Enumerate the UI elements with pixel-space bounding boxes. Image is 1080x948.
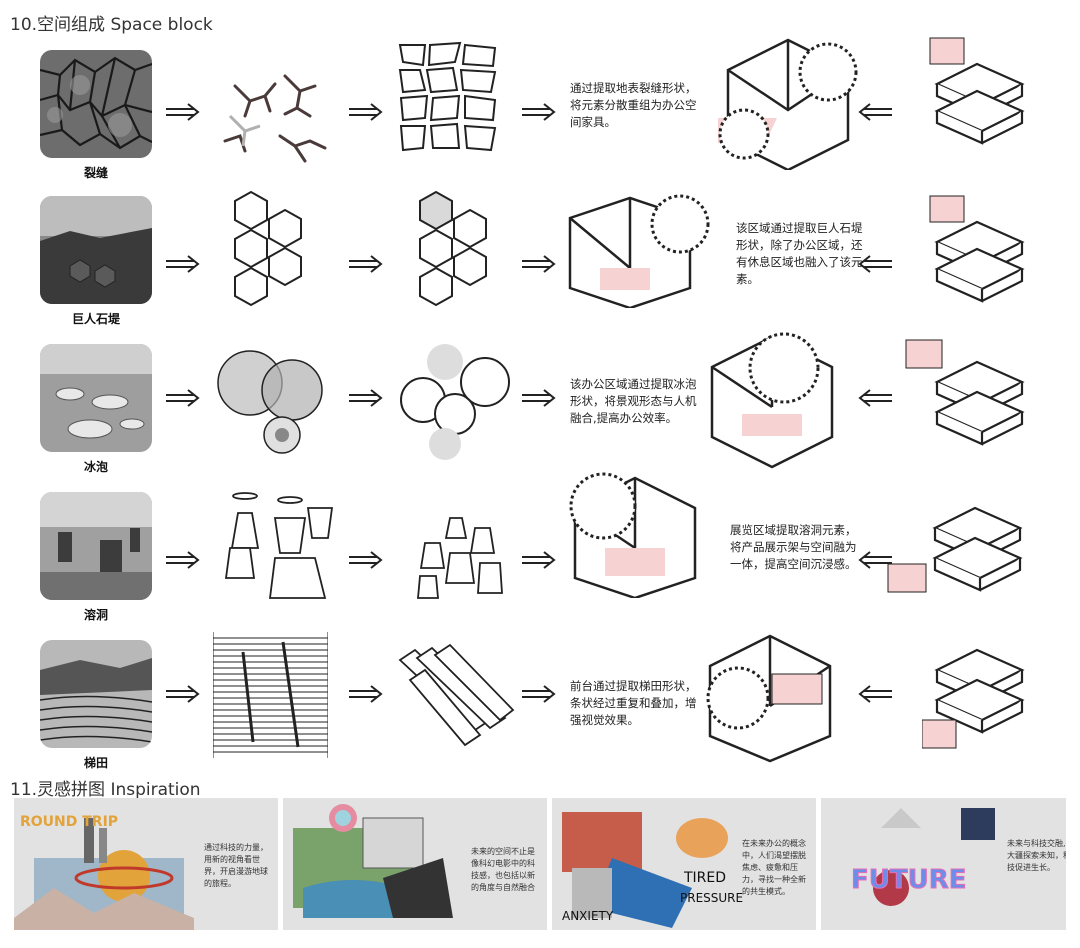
panel-text: 在未来办公的概念中，人们渴望摆脱焦虑、疲惫和压力，寻找一种全新的共生模式。 bbox=[742, 838, 812, 898]
row-caption: 冰泡 bbox=[40, 458, 152, 475]
double-arrow-left-icon bbox=[858, 388, 894, 408]
crack-cell-pattern bbox=[395, 40, 505, 170]
collage-word: PRESSURE bbox=[680, 891, 743, 905]
row-description: 展览区域提取溶洞元素，将产品展示架与空间融为一体，提高空间沉浸感。 bbox=[730, 522, 858, 573]
row-caption: 梯田 bbox=[40, 754, 152, 771]
double-arrow-right-icon bbox=[164, 102, 200, 122]
terrace-bar-stack bbox=[395, 640, 515, 750]
double-arrow-right-icon bbox=[520, 254, 556, 274]
terrace-stripe-pattern bbox=[213, 632, 328, 758]
double-arrow-left-icon bbox=[858, 550, 894, 570]
double-arrow-right-icon bbox=[164, 684, 200, 704]
row-description: 该办公区域通过提取冰泡形状，将景观形态与人机融合,提高办公效率。 bbox=[570, 376, 698, 427]
double-arrow-right-icon bbox=[520, 684, 556, 704]
row-caption: 巨人石堤 bbox=[40, 310, 152, 327]
panel-text: 未来与科技交融,在大疆探索未知，科技促进生长。 bbox=[1007, 838, 1066, 874]
double-arrow-left-icon bbox=[858, 102, 894, 122]
pillar-cluster bbox=[410, 498, 510, 608]
causeway-interior-isometric bbox=[560, 188, 710, 308]
collage-nature-tech bbox=[283, 798, 463, 930]
row-terraces: 梯田 前台通过提取梯田形状，条状经过重复和叠加，增强视觉效果。 bbox=[0, 636, 1080, 784]
cave-image bbox=[40, 492, 152, 600]
collage-round-trip: ROUND TRIP bbox=[14, 798, 194, 930]
row-description: 该区域通过提取巨人石堤形状，除了办公区域，还有休息区域也融入了该元素。 bbox=[736, 220, 864, 288]
double-arrow-right-icon bbox=[520, 388, 556, 408]
panel-text: 通过科技的力量，用新的视角看世界，开启漫游地球的旅程。 bbox=[204, 842, 274, 890]
row-caption: 裂缝 bbox=[40, 164, 152, 181]
row-description: 前台通过提取梯田形状，条状经过重复和叠加，增强视觉效果。 bbox=[570, 678, 698, 729]
panel-text: 未来的空间不止是像科幻电影中的科技感，也包括以新的角度与自然融合 bbox=[471, 846, 541, 894]
double-arrow-right-icon bbox=[347, 550, 383, 570]
double-arrow-left-icon bbox=[858, 684, 894, 704]
inspiration-panel-1: ROUND TRIP 通过科技的力量，用新的视角看世界，开启漫游地球的旅程。 bbox=[14, 798, 278, 930]
inspiration-panel-2: 未来的空间不止是像科幻电影中的科技感，也包括以新的角度与自然融合 bbox=[283, 798, 547, 930]
double-arrow-right-icon bbox=[347, 102, 383, 122]
double-arrow-right-icon bbox=[164, 388, 200, 408]
bubble-outline-cluster bbox=[395, 340, 515, 460]
section-title-space-block: 10.空间组成 Space block bbox=[10, 10, 213, 35]
hexagon-outline-pattern bbox=[215, 190, 315, 310]
photo-karst-cave bbox=[40, 492, 152, 600]
row-caption: 溶洞 bbox=[40, 606, 152, 623]
collage-word: TIRED bbox=[683, 870, 726, 886]
double-arrow-right-icon bbox=[347, 254, 383, 274]
pillar-outline-pattern bbox=[220, 488, 340, 608]
crack-branch-pattern bbox=[205, 56, 345, 176]
cave-interior-isometric bbox=[565, 468, 715, 598]
terrace-interior-isometric bbox=[700, 626, 850, 766]
terrace-image bbox=[40, 640, 152, 748]
collage-word: FUTURE bbox=[851, 865, 967, 895]
collage-anxiety: TIRED PRESSURE ANXIETY bbox=[552, 798, 752, 930]
double-arrow-right-icon bbox=[164, 550, 200, 570]
double-arrow-right-icon bbox=[520, 550, 556, 570]
double-arrow-left-icon bbox=[858, 254, 894, 274]
collage-word: ROUND TRIP bbox=[20, 814, 118, 830]
inspiration-panel-3: TIRED PRESSURE ANXIETY 在未来办公的概念中，人们渴望摆脱焦… bbox=[552, 798, 816, 930]
causeway-block-stack bbox=[922, 174, 1032, 314]
collage-future: FUTURE bbox=[821, 798, 1001, 930]
double-arrow-right-icon bbox=[347, 388, 383, 408]
terrace-block-stack bbox=[922, 620, 1032, 760]
cracked-earth-image bbox=[40, 50, 152, 158]
photo-ice-bubbles bbox=[40, 344, 152, 452]
row-ice-bubbles: 冰泡 该办公区域通过提取冰泡形状，将景观形态与人机融合,提高办公效率。 bbox=[0, 340, 1080, 488]
double-arrow-right-icon bbox=[347, 684, 383, 704]
causeway-image bbox=[40, 196, 152, 304]
crack-interior-isometric bbox=[718, 30, 858, 170]
double-arrow-right-icon bbox=[520, 102, 556, 122]
photo-giants-causeway bbox=[40, 196, 152, 304]
inspiration-panel-4: FUTURE 未来与科技交融,在大疆探索未知，科技促进生长。 bbox=[821, 798, 1066, 930]
hexagon-cluster bbox=[400, 190, 510, 310]
collage-word: ANXIETY bbox=[562, 909, 614, 923]
double-arrow-right-icon bbox=[164, 254, 200, 274]
row-description: 通过提取地表裂缝形状，将元素分散重组为办公空间家具。 bbox=[570, 80, 698, 131]
cave-block-stack bbox=[880, 488, 1030, 628]
overlapping-circles bbox=[212, 345, 332, 455]
ice-block-stack bbox=[902, 332, 1032, 472]
photo-terraces bbox=[40, 640, 152, 748]
ice-interior-isometric bbox=[702, 322, 842, 472]
photo-crack bbox=[40, 50, 152, 158]
ice-bubble-image bbox=[40, 344, 152, 452]
crack-block-stack bbox=[922, 16, 1032, 156]
